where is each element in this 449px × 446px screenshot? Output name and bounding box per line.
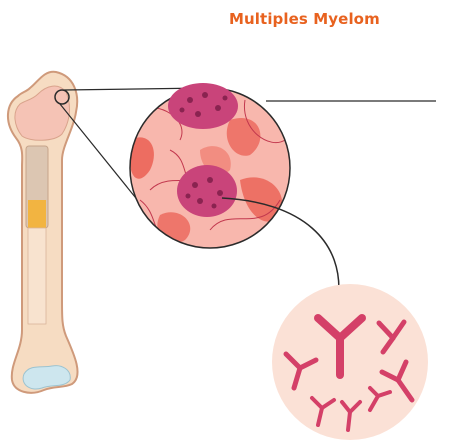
bone-illustration [8, 72, 78, 393]
shaft-canal [28, 228, 46, 324]
marrow-zoom-circle [130, 83, 290, 248]
yellow-marrow [28, 200, 46, 228]
antibody-cluster [272, 284, 428, 440]
plasma-cell [177, 165, 237, 217]
plasma-cell [168, 83, 238, 129]
